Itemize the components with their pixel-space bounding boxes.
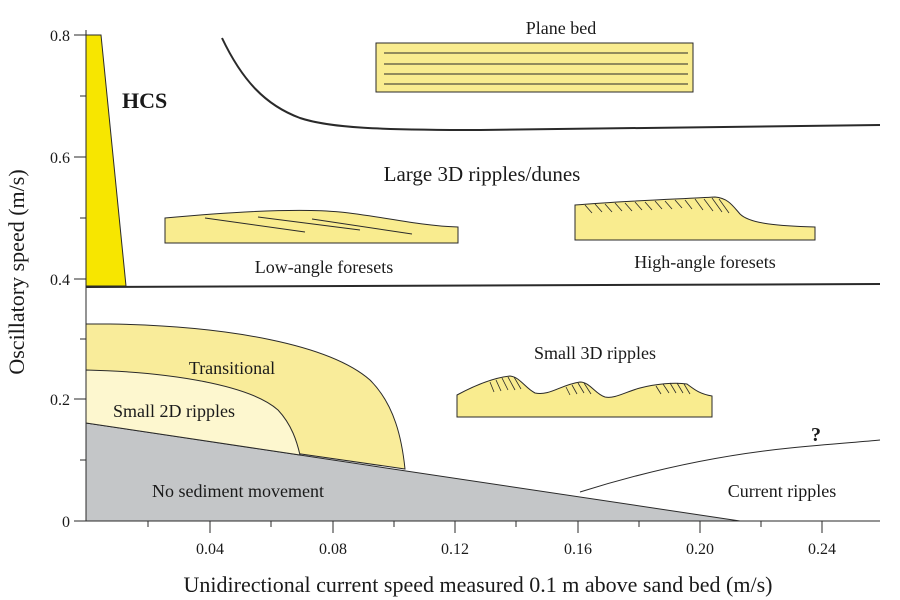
- y-tick-marks: [74, 34, 86, 522]
- y-tick-label: 0.2: [50, 392, 70, 409]
- transitional-label: Transitional: [189, 358, 275, 378]
- plane-bed-boundary: [221, 37, 881, 132]
- plane-bed-label: Plane bed: [526, 18, 596, 38]
- question-mark-label: ?: [811, 424, 821, 446]
- y-tick-label: 0.6: [50, 150, 70, 167]
- hcs-label: HCS: [122, 88, 167, 113]
- small-3d-ripples-sketch: [456, 375, 713, 418]
- current-ripples-boundary: [579, 439, 881, 493]
- low-angle-foresets-label: Low-angle foresets: [255, 257, 393, 277]
- small-2d-ripples-region: [85, 369, 301, 456]
- x-tick-label: 0.16: [564, 541, 592, 558]
- y-tick-label: 0.8: [50, 28, 70, 45]
- low-angle-foresets-sketch: [164, 209, 459, 244]
- x-tick-label: 0.24: [808, 541, 836, 558]
- y-tick-label: 0: [62, 514, 70, 531]
- x-tick-label: 0.04: [196, 541, 224, 558]
- plane-bed-sketch: [375, 42, 694, 93]
- x-tick-label: 0.20: [686, 541, 714, 558]
- large-3d-ripples-label: Large 3D ripples/dunes: [384, 162, 581, 186]
- high-angle-foresets-label: High-angle foresets: [634, 252, 775, 272]
- y-tick-label: 0.4: [50, 272, 70, 289]
- x-tick-label: 0.12: [441, 541, 469, 558]
- high-angle-foresets-sketch: [574, 196, 816, 241]
- small-2d-ripples-label: Small 2D ripples: [113, 401, 235, 421]
- current-ripples-label: Current ripples: [728, 481, 836, 501]
- x-axis-title: Unidirectional current speed measured 0.…: [184, 572, 773, 597]
- small-3d-ripples-label: Small 3D ripples: [534, 343, 656, 363]
- y-axis-title: Oscillatory speed (m/s): [4, 169, 29, 374]
- x-tick-marks: [147, 521, 823, 533]
- hcs-region: [85, 34, 127, 287]
- large-ripples-boundary: [85, 283, 881, 288]
- no-sediment-movement-label: No sediment movement: [152, 481, 324, 501]
- x-tick-label: 0.08: [319, 541, 347, 558]
